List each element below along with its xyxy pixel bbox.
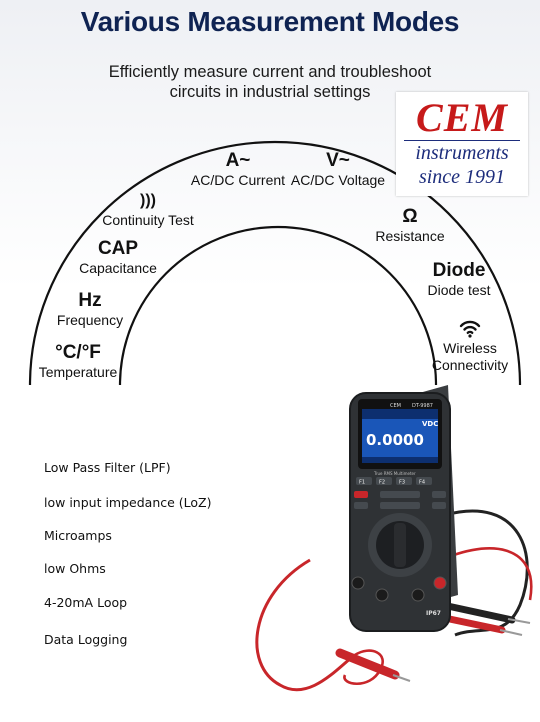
mode-ac-dc-current: A~ AC/DC Current: [168, 150, 308, 189]
mode-diode-test: Diode Diode test: [414, 260, 504, 299]
device-brand: CEM: [390, 403, 401, 409]
feature-item: Data Logging: [44, 632, 128, 647]
mode-capacitance: CAP Capacitance: [58, 238, 178, 277]
mode-ac-dc-voltage: V~ AC/DC Voltage: [278, 150, 398, 189]
mode-frequency: Hz Frequency: [40, 290, 140, 329]
feature-item: Microamps: [44, 528, 112, 543]
svg-text:F2: F2: [379, 480, 385, 486]
mode-symbol: Hz: [78, 290, 102, 311]
mode-symbol: CAP: [97, 238, 139, 259]
key-f4: [416, 477, 432, 485]
feature-item: low input impedance (LoZ): [44, 495, 212, 510]
subtitle-line-1: Efficiently measure current and troubles…: [108, 63, 432, 81]
mode-symbol: Diode: [432, 260, 486, 281]
device-rating: IP67: [426, 610, 441, 617]
mode-label: Diode test: [427, 282, 491, 298]
subtitle-line-2: circuits in industrial settings: [169, 83, 371, 101]
svg-text:F1: F1: [359, 480, 365, 486]
logo-divider: [404, 140, 520, 141]
cem-logo: CEM instruments since 1991: [396, 92, 528, 196]
mode-label: Frequency: [56, 312, 124, 328]
mode-label: AC/DC Current: [190, 172, 286, 188]
logo-line-2: instruments: [415, 142, 509, 164]
mode-symbol: °C/°F: [55, 342, 101, 363]
device-mode: VDC: [422, 420, 438, 428]
wifi-icon: [459, 320, 481, 338]
mode-label: Capacitance: [79, 260, 157, 276]
mode-label: Temperature: [38, 364, 118, 380]
mode-label-2: Connectivity: [431, 357, 509, 373]
page-title: Various Measurement Modes: [80, 6, 460, 37]
mode-label: Wireless: [443, 340, 497, 356]
continuity-icon: ))): [140, 192, 156, 209]
mode-temperature: °C/°F Temperature: [28, 342, 128, 381]
mode-resistance: Ω Resistance: [362, 206, 458, 245]
device-subtitle: True RMS Multimeter: [373, 471, 416, 476]
page-subtitle: Efficiently measure current and troubles…: [70, 62, 470, 102]
mode-wireless-connectivity: Wireless Connectivity: [420, 318, 520, 374]
mode-symbol: V~: [326, 150, 350, 171]
feature-item: 4-20mA Loop: [44, 595, 128, 610]
key-f3: [396, 477, 412, 485]
logo-line-3: since 1991: [418, 166, 506, 188]
feature-item: low Ohms: [44, 561, 106, 576]
mode-symbol: A~: [225, 150, 251, 171]
mode-continuity-test: ))) Continuity Test: [88, 190, 208, 229]
mode-label: Continuity Test: [102, 212, 194, 228]
svg-text:F4: F4: [419, 480, 425, 486]
ohm-icon: Ω: [402, 206, 418, 227]
multimeter-illustration: CEM DT-9987 VDC 0.0000 F1 F2 F3 F4 True …: [255, 385, 533, 692]
device-model: DT-9987: [412, 403, 433, 409]
mode-label: Resistance: [375, 228, 445, 244]
key-f1: [356, 477, 372, 485]
function-keys: F1 F2 F3 F4: [356, 477, 432, 486]
device-reading: 0.0000: [366, 431, 424, 449]
feature-item: Low Pass Filter (LPF): [44, 460, 171, 475]
mode-label: AC/DC Voltage: [290, 172, 386, 188]
logo-brand: CEM: [416, 95, 508, 140]
key-f2: [376, 477, 392, 485]
svg-text:F3: F3: [399, 480, 405, 486]
